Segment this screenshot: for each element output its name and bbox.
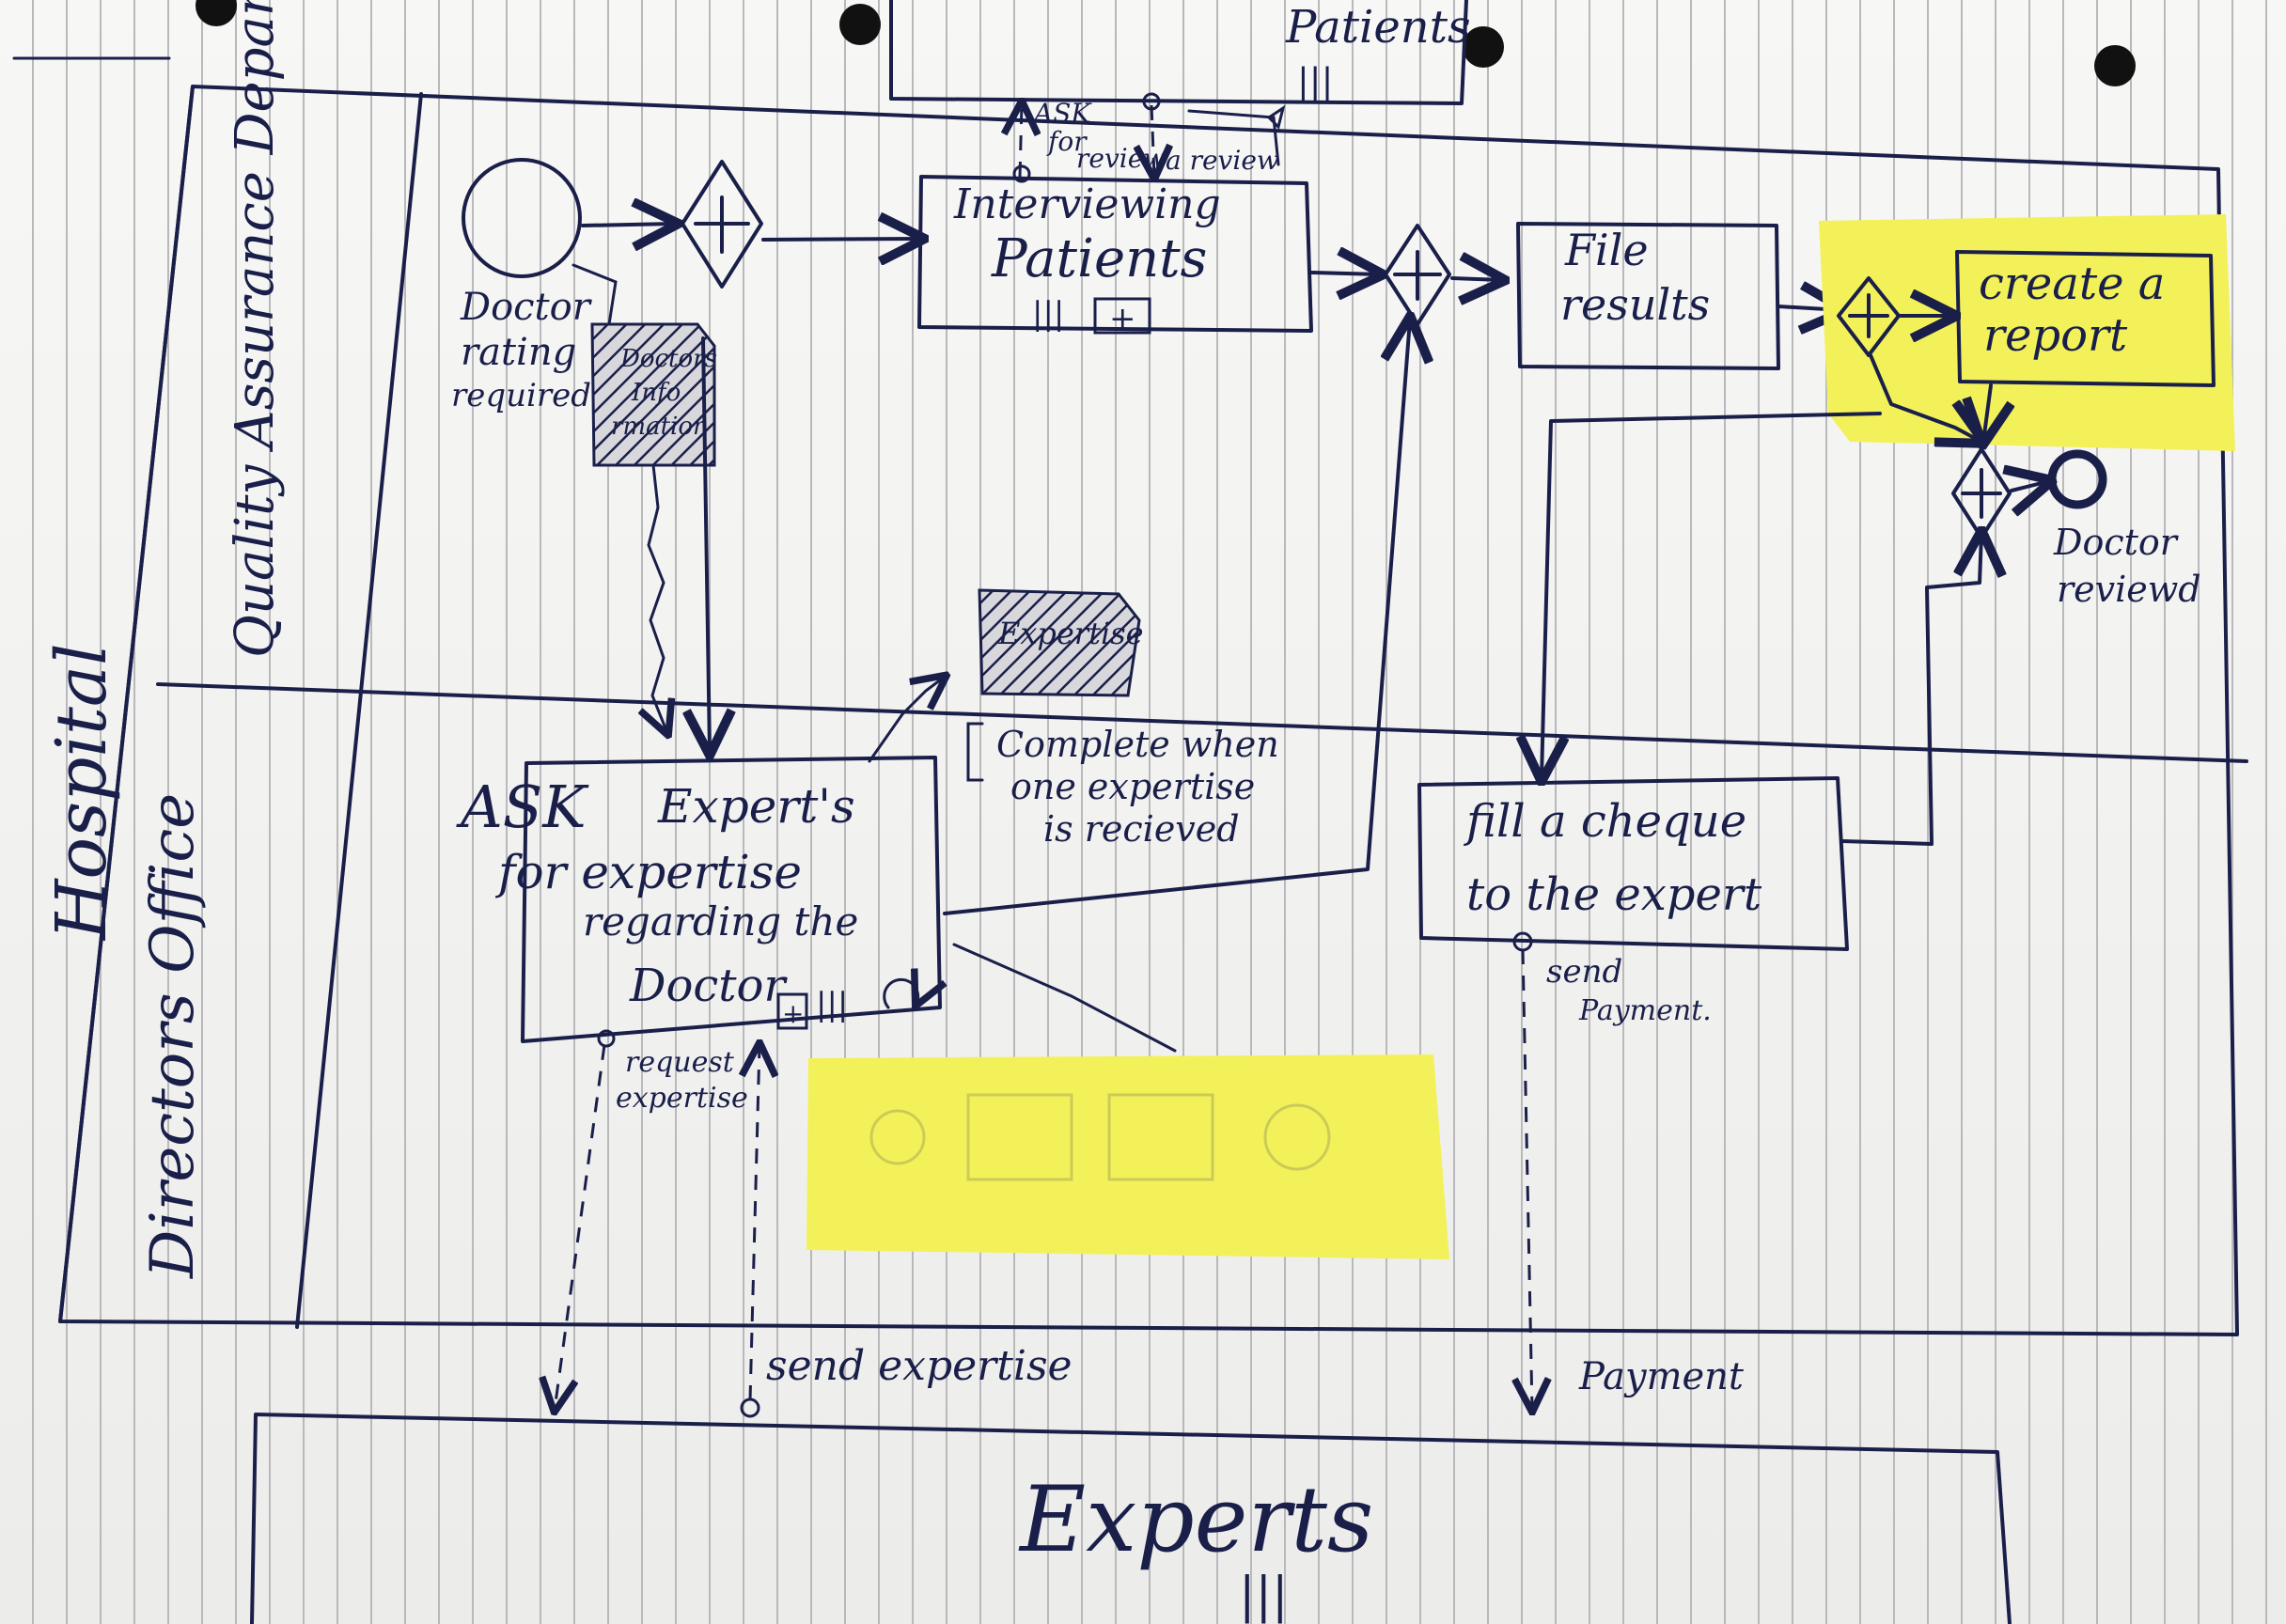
parallel-gateway-end (1951, 447, 2012, 539)
end-event (2047, 449, 2107, 509)
binder-hole (196, 0, 237, 26)
svg-text:|||: ||| (1032, 295, 1064, 333)
svg-text:|||: ||| (816, 986, 848, 1023)
svg-text:+: + (1109, 300, 1136, 337)
message-a-review: a review (1166, 145, 1279, 176)
expertise-data-object-label: Expertise (997, 616, 1144, 651)
sticky-note-covering (806, 1054, 1449, 1259)
svg-text:+: + (782, 998, 804, 1029)
binder-hole (1463, 26, 1504, 68)
lane-label-qa: Quality Assurance Department. (225, 0, 286, 658)
hospital-pool: Hospital Quality Assurance Department. D… (41, 0, 2248, 1336)
start-event (462, 158, 582, 278)
binder-hole (2094, 45, 2136, 86)
patients-pool: Patients ||| (889, 0, 1471, 105)
patients-pool-label: Patients (1285, 1, 1471, 54)
experts-pool: Experts ||| (250, 1413, 2012, 1624)
parallel-gateway-join (1384, 224, 1451, 326)
faint-subprocess-sketch (869, 1093, 1331, 1181)
parallel-gateway-split (681, 160, 763, 289)
pool-label-hospital: Hospital (41, 643, 122, 942)
sticky-note-report (1819, 214, 2235, 451)
svg-text:|||: ||| (1239, 1568, 1289, 1624)
task-ask-experts-label: ASK Expert's for expertise regarding the… (456, 773, 873, 1012)
task-ask-experts[interactable]: ASK Expert's for expertise regarding the… (456, 756, 940, 1043)
experts-pool-label: Experts (1018, 1467, 1373, 1572)
lane-label-directors: Directors Office (138, 793, 208, 1279)
expertise-data-object: Expertise (978, 588, 1144, 697)
message-send-expertise: send expertise (766, 1342, 1073, 1390)
binder-hole (839, 4, 881, 45)
message-payment: Payment (1578, 1355, 1745, 1398)
svg-text:|||: ||| (1297, 61, 1333, 102)
